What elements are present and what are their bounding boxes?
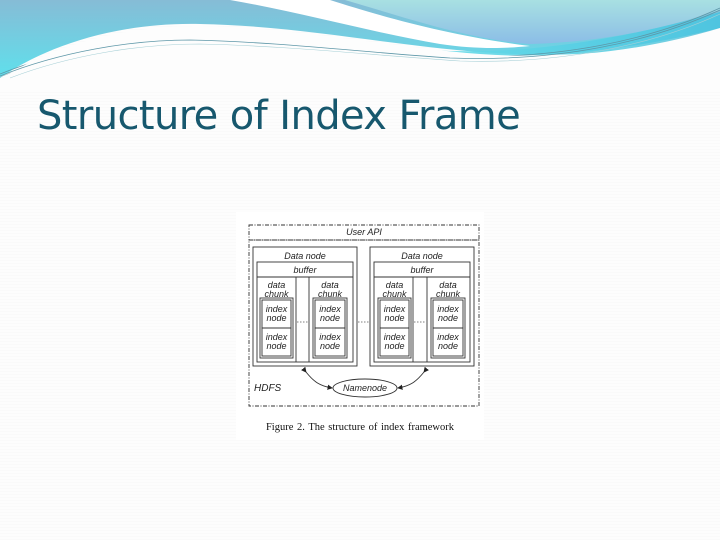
figure-caption: Figure 2. The structure of index framewo… bbox=[265, 422, 455, 433]
index-node-label: index node bbox=[262, 305, 291, 323]
index-node-label: index node bbox=[433, 305, 463, 323]
slide-title: Structure of Index Frame bbox=[37, 93, 521, 139]
data-chunk-line2: chunk bbox=[264, 289, 289, 299]
index-node-line2: node bbox=[266, 341, 287, 351]
namenode-label: Namenode bbox=[342, 383, 388, 393]
data-node-label: Data node bbox=[284, 251, 326, 261]
hdfs-label: HDFS bbox=[254, 383, 282, 394]
index-node-label: index node bbox=[315, 333, 345, 351]
header-wave-decoration bbox=[0, 0, 720, 90]
index-node-line1: index bbox=[265, 332, 288, 342]
index-node-line2: node bbox=[319, 341, 341, 351]
index-framework-figure: User API Data node buffer data chunk dat… bbox=[236, 212, 484, 440]
index-node-line1: index bbox=[265, 304, 288, 314]
index-node-line2: node bbox=[266, 313, 287, 323]
buffer-label: buffer bbox=[293, 265, 317, 275]
index-node-line2: node bbox=[437, 313, 459, 323]
index-node-line1: index bbox=[437, 332, 459, 342]
data-chunk-label: data chunk bbox=[257, 281, 296, 299]
user-api-label: User API bbox=[346, 227, 382, 237]
index-node-line1: index bbox=[383, 332, 406, 342]
data-chunk-label: data chunk bbox=[375, 281, 414, 299]
index-node-label: index node bbox=[433, 333, 463, 351]
buffer-label: buffer bbox=[410, 265, 434, 275]
index-node-line2: node bbox=[319, 313, 341, 323]
data-chunk-line1: data bbox=[439, 280, 457, 290]
index-node-label: index node bbox=[315, 305, 345, 323]
index-node-line1: index bbox=[437, 304, 459, 314]
data-chunk-line2: chunk bbox=[435, 289, 461, 299]
data-chunk-label: data chunk bbox=[428, 281, 468, 299]
data-node-label: Data node bbox=[401, 251, 443, 261]
data-chunk-line1: data bbox=[321, 280, 339, 290]
index-node-line2: node bbox=[437, 341, 459, 351]
index-node-line1: index bbox=[383, 304, 406, 314]
index-node-label: index node bbox=[380, 333, 409, 351]
data-chunk-line2: chunk bbox=[317, 289, 343, 299]
figure-diagram-lines bbox=[248, 224, 480, 407]
index-node-line2: node bbox=[384, 313, 405, 323]
index-node-line2: node bbox=[384, 341, 405, 351]
data-chunk-line1: data bbox=[267, 280, 286, 290]
data-chunk-label: data chunk bbox=[310, 281, 350, 299]
index-node-line1: index bbox=[319, 332, 341, 342]
index-node-label: index node bbox=[380, 305, 409, 323]
data-chunk-line2: chunk bbox=[382, 289, 407, 299]
index-node-label: index node bbox=[262, 333, 291, 351]
index-node-line1: index bbox=[319, 304, 341, 314]
data-chunk-line1: data bbox=[385, 280, 404, 290]
